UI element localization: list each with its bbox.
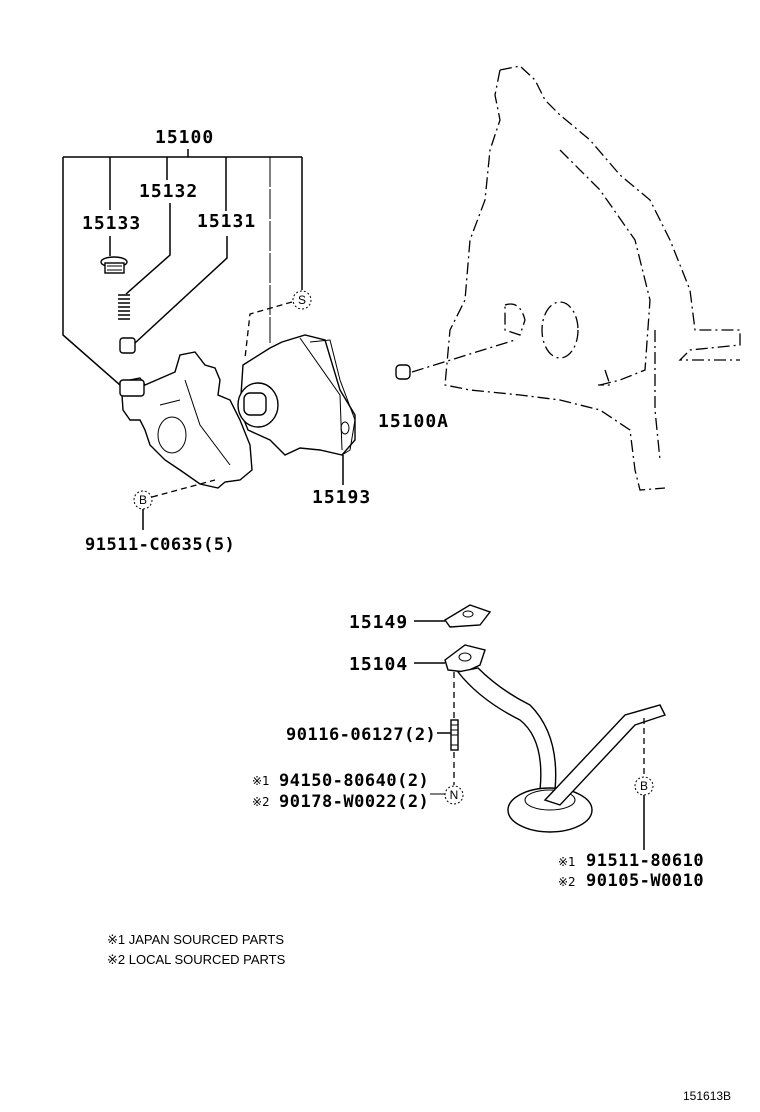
marker-japan: ※1 xyxy=(252,774,270,788)
label-15100: 15100 xyxy=(155,127,214,148)
note-local-sourced: ※2 LOCAL SOURCED PARTS xyxy=(107,952,286,967)
marker-local: ※2 xyxy=(252,795,270,809)
label-15133: 15133 xyxy=(82,213,141,234)
callout-s: S xyxy=(292,290,312,310)
gasket-15149-icon xyxy=(414,604,492,628)
oil-pump-rotor-plate xyxy=(237,334,356,456)
svg-text:S: S xyxy=(298,293,306,307)
label-15100A: 15100A xyxy=(378,411,449,432)
leader-15100 xyxy=(62,149,303,386)
plug-15133-icon xyxy=(100,256,128,274)
label-91511-C0635: 91511-C0635(5) xyxy=(85,535,235,555)
label-15149: 15149 xyxy=(349,612,408,633)
figure-id: 151613B xyxy=(683,1089,731,1103)
svg-text:B: B xyxy=(640,779,648,793)
strainer-15104-icon xyxy=(414,644,666,833)
gasket-15193-icon xyxy=(309,339,356,456)
label-15193: 15193 xyxy=(312,487,371,508)
spring-15132-icon xyxy=(118,294,130,320)
engine-block-outline xyxy=(444,65,741,491)
label-90178-W0022: 90178-W0022(2) xyxy=(279,792,429,812)
label-90116-06127: 90116-06127(2) xyxy=(286,725,436,745)
svg-text:B: B xyxy=(139,493,147,507)
svg-text:N: N xyxy=(450,788,459,802)
label-94150-80640: 94150-80640(2) xyxy=(279,771,429,791)
valve-15131-icon xyxy=(119,337,136,354)
plug-15100A-icon xyxy=(395,339,516,380)
stud-90116-icon xyxy=(437,719,459,785)
note-japan-sourced: ※1 JAPAN SOURCED PARTS xyxy=(107,932,284,947)
label-15132: 15132 xyxy=(139,181,198,202)
marker-local: ※2 xyxy=(558,875,576,889)
label-15131: 15131 xyxy=(197,211,256,232)
label-15104: 15104 xyxy=(349,654,408,675)
callout-b-bottom: B xyxy=(634,718,654,850)
label-90105-W0010: 90105-W0010 xyxy=(586,871,704,891)
callout-b-top: B xyxy=(133,479,216,530)
oil-pump-body xyxy=(119,351,253,489)
label-91511-80610: 91511-80610 xyxy=(586,851,704,871)
callout-n: N xyxy=(430,785,464,805)
marker-japan: ※1 xyxy=(558,855,576,869)
